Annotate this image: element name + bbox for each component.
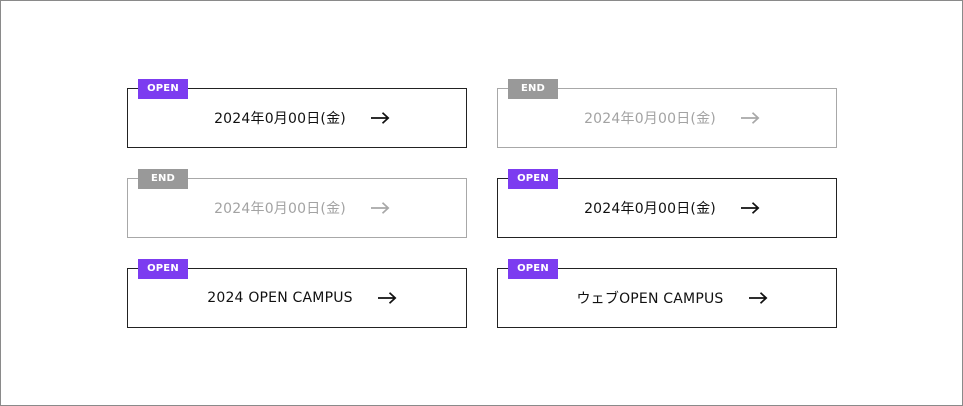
card-content: 2024年0月00日(金) <box>128 89 466 147</box>
event-label: 2024年0月00日(金) <box>584 201 716 217</box>
event-card-ended-date-1[interactable]: END 2024年0月00日(金) <box>497 79 837 148</box>
status-badge: END <box>508 79 558 99</box>
status-badge: OPEN <box>508 259 558 279</box>
event-card-open-date-1[interactable]: OPEN 2024年0月00日(金) <box>127 79 467 148</box>
card-content: 2024年0月00日(金) <box>498 89 836 147</box>
arrow-right-icon <box>377 291 397 305</box>
arrow-right-icon <box>740 111 760 125</box>
event-label: 2024年0月00日(金) <box>584 111 716 127</box>
arrow-right-icon <box>370 201 390 215</box>
status-badge: OPEN <box>508 169 558 189</box>
event-label: 2024年0月00日(金) <box>214 201 346 217</box>
status-badge: END <box>138 169 188 189</box>
status-badge: OPEN <box>138 259 188 279</box>
arrow-right-icon <box>748 291 768 305</box>
arrow-right-icon <box>370 111 390 125</box>
card-content: 2024 OPEN CAMPUS <box>128 269 466 327</box>
status-badge: OPEN <box>138 79 188 99</box>
event-card-ended-date-2[interactable]: END 2024年0月00日(金) <box>127 169 467 238</box>
arrow-right-icon <box>740 201 760 215</box>
event-label: 2024年0月00日(金) <box>214 111 346 127</box>
card-content: 2024年0月00日(金) <box>498 179 836 237</box>
card-content: 2024年0月00日(金) <box>128 179 466 237</box>
event-card-open-campus[interactable]: OPEN 2024 OPEN CAMPUS <box>127 259 467 328</box>
event-label: 2024 OPEN CAMPUS <box>207 290 353 306</box>
card-content: ウェブOPEN CAMPUS <box>498 269 836 327</box>
event-label: ウェブOPEN CAMPUS <box>576 291 724 307</box>
event-card-open-date-2[interactable]: OPEN 2024年0月00日(金) <box>497 169 837 238</box>
event-card-web-open-campus[interactable]: OPEN ウェブOPEN CAMPUS <box>497 259 837 328</box>
